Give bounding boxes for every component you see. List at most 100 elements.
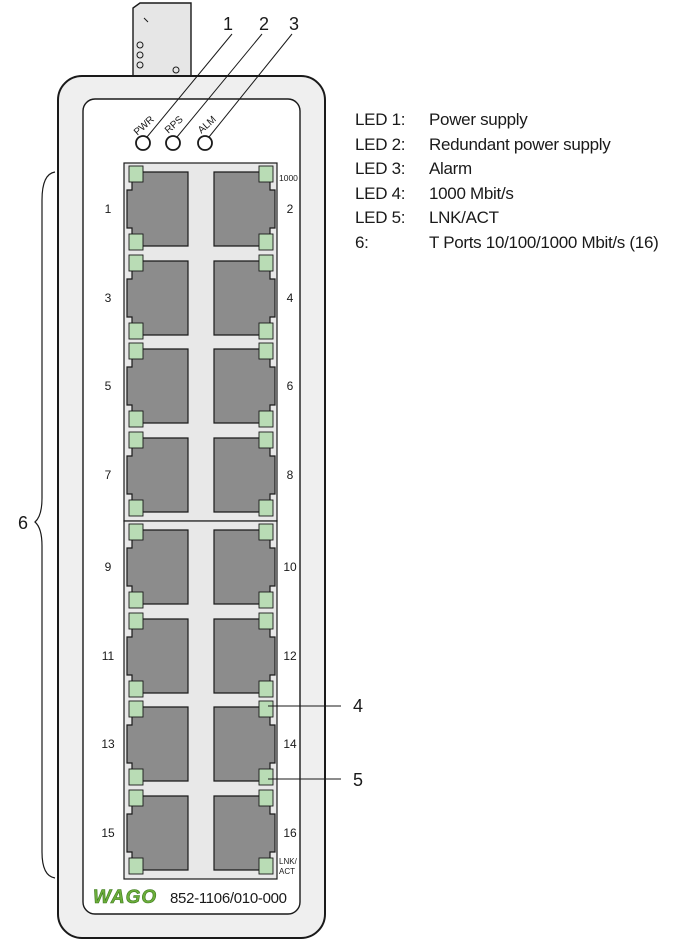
port-number-label: 10	[283, 560, 297, 574]
led-callout-lines	[146, 33, 293, 138]
legend-row: LED 1: Power supply	[355, 108, 658, 133]
lnk-act-led	[128, 591, 144, 609]
lnk-act-label-line1: LNK/	[279, 857, 298, 866]
din-rail-clip	[132, 2, 192, 77]
lnk-act-led	[258, 680, 274, 698]
port-socket	[126, 529, 189, 605]
lnk-act-led	[258, 410, 274, 428]
lnk-act-led	[128, 768, 144, 786]
callout-1: 1	[223, 14, 233, 34]
speed-1000-led	[128, 342, 144, 360]
port-number-label: 15	[101, 826, 115, 840]
speed-1000-led	[258, 789, 274, 807]
callout-6: 6	[18, 513, 28, 533]
speed-1000-led	[128, 165, 144, 183]
rj45-port-16[interactable]	[213, 789, 276, 875]
legend-key: LED 2:	[355, 134, 406, 154]
ports-brace	[34, 171, 56, 879]
speed-1000-led	[258, 523, 274, 541]
rj45-port-2[interactable]	[213, 165, 276, 251]
lnk-act-led	[258, 233, 274, 251]
port-socket	[126, 348, 189, 424]
legend-description: LNK/ACT	[429, 208, 499, 227]
port-number-label: 8	[287, 468, 294, 482]
rj45-port-13[interactable]	[126, 700, 189, 786]
lnk-act-led	[258, 768, 274, 786]
legend-description: T Ports 10/100/1000 Mbit/s (16)	[429, 232, 659, 252]
legend-description: Redundant power supply	[429, 134, 611, 154]
port-number-label: 14	[283, 737, 297, 751]
rj45-port-4[interactable]	[213, 254, 276, 340]
speed-1000-led	[258, 254, 274, 272]
speed-1000-led	[258, 431, 274, 449]
port-number-label: 5	[105, 379, 112, 393]
port-number-label: 13	[101, 737, 115, 751]
port-number-label: 12	[283, 649, 297, 663]
rj45-port-6[interactable]	[213, 342, 276, 428]
rj45-port-3[interactable]	[126, 254, 189, 340]
wago-logo-text: WAGO	[93, 887, 157, 908]
port-number-label: 3	[105, 291, 112, 305]
speed-1000-led	[128, 700, 144, 718]
rj45-port-7[interactable]	[126, 431, 189, 517]
legend-description: Power supply	[429, 110, 528, 129]
speed-1000-led	[258, 342, 274, 360]
legend-row: LED 2: Redundant power supply	[355, 133, 658, 158]
port-number-label: 1	[105, 202, 112, 216]
speed-led-label: 1000	[279, 173, 298, 183]
port-socket	[126, 706, 189, 782]
legend-key: LED 4:	[355, 183, 406, 203]
rj45-port-11[interactable]	[126, 612, 189, 698]
callout-2: 2	[259, 14, 269, 34]
callout-5: 5	[353, 770, 363, 790]
lnk-act-led	[258, 857, 274, 875]
rj45-port-5[interactable]	[126, 342, 189, 428]
port-number-label: 16	[283, 826, 297, 840]
port-number-label: 6	[287, 379, 294, 393]
lnk-act-led	[128, 322, 144, 340]
speed-1000-led	[258, 700, 274, 718]
legend-key: LED 1:	[355, 110, 406, 129]
legend-row: LED 4: 1000 Mbit/s	[355, 182, 658, 207]
legend-description: 1000 Mbit/s	[429, 183, 514, 203]
rj45-port-15[interactable]	[126, 789, 189, 875]
rps-led	[165, 135, 181, 151]
speed-1000-led	[258, 612, 274, 630]
port-socket	[126, 618, 189, 694]
rj45-port-14[interactable]	[213, 700, 276, 786]
callout-4: 4	[353, 696, 363, 716]
port-number-label: 4	[287, 291, 294, 305]
wago-logo: WAGO	[91, 886, 165, 908]
pwr-led	[135, 135, 151, 151]
alm-led	[197, 135, 213, 151]
legend-key: 6:	[355, 232, 369, 252]
lnk-act-led	[128, 233, 144, 251]
port-number-label: 7	[105, 468, 112, 482]
speed-1000-led	[128, 612, 144, 630]
rj45-port-12[interactable]	[213, 612, 276, 698]
lnk-act-led	[128, 410, 144, 428]
lnk-act-label-line2: ACT	[279, 867, 295, 876]
rj45-port-9[interactable]	[126, 523, 189, 609]
port-number-label: 9	[105, 560, 112, 574]
speed-1000-led	[258, 165, 274, 183]
lnk-act-led	[258, 322, 274, 340]
rj45-port-10[interactable]	[213, 523, 276, 609]
speed-1000-led	[128, 254, 144, 272]
rj45-port-1[interactable]	[126, 165, 189, 251]
legend-row: 6: T Ports 10/100/1000 Mbit/s (16)	[355, 231, 659, 256]
legend-key: LED 5:	[355, 208, 406, 227]
port-socket	[126, 260, 189, 336]
rj45-port-8[interactable]	[213, 431, 276, 517]
legend-row: LED 5: LNK/ACT	[355, 206, 658, 231]
port-socket	[126, 795, 189, 871]
speed-1000-led	[128, 431, 144, 449]
port-socket	[126, 437, 189, 513]
lnk-act-led	[128, 499, 144, 517]
legend-row: LED 3:Alarm	[355, 157, 658, 182]
part-number: 852-1106/010-000	[170, 890, 287, 907]
lnk-act-led	[128, 680, 144, 698]
speed-1000-led	[128, 789, 144, 807]
